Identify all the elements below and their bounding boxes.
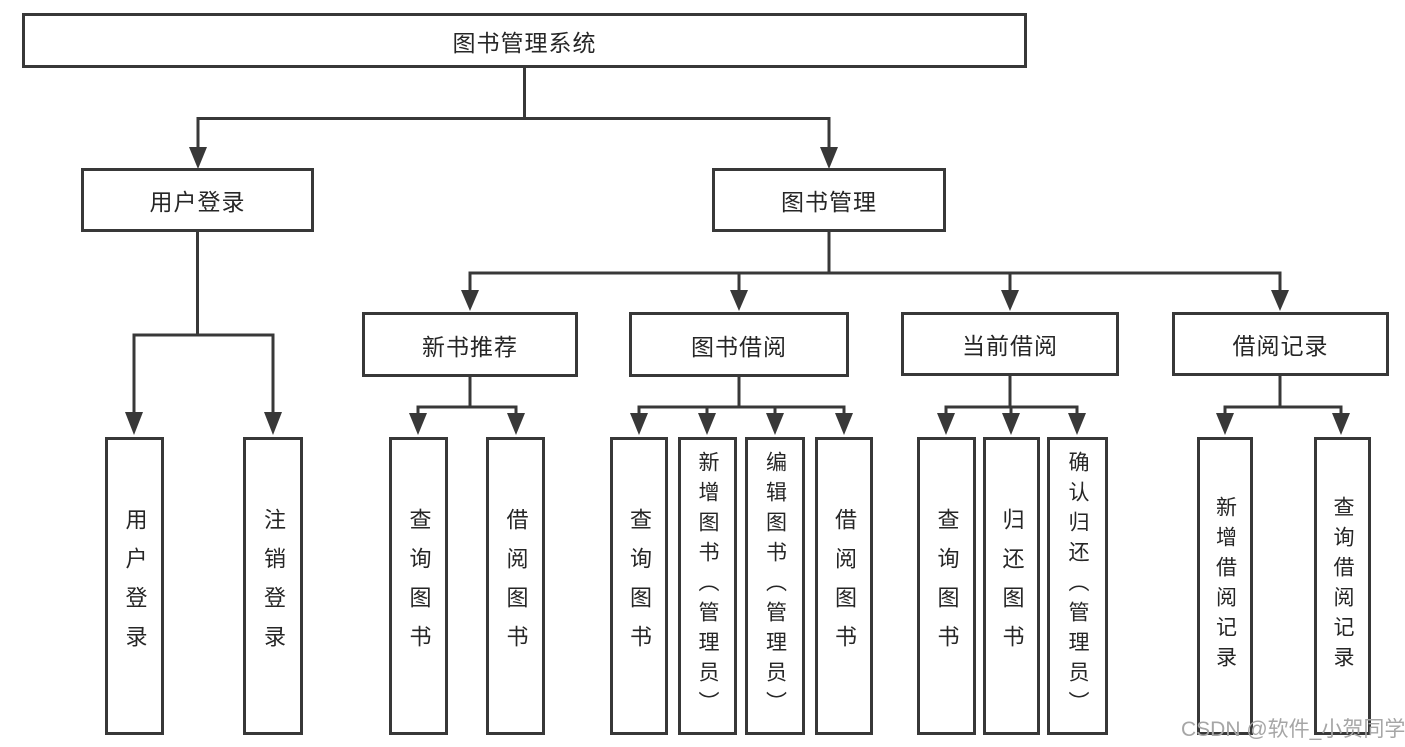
leaf-edit-book-admin: 编辑图书（管理员） [745,437,805,735]
arrow-down-icon [820,147,838,169]
leaf-label: 查询图书 [934,508,960,664]
leaf-confirm-return-admin: 确认归还（管理员） [1047,437,1108,735]
node-label: 借阅记录 [1232,333,1329,359]
arrow-down-icon [835,413,853,435]
arrow-down-icon [730,290,748,311]
arrow-down-icon [937,413,955,435]
arrow-down-icon [766,413,784,435]
arrow-down-icon [1332,413,1350,435]
leaf-label: 注销登录 [261,508,286,664]
csdn-watermark: CSDN @软件_小贺同学 [1181,718,1405,741]
arrow-down-icon [1002,413,1020,435]
arrowheads [125,147,1350,435]
arrow-down-icon [507,413,525,435]
node-current-borrow: 当前借阅 [901,312,1119,376]
leaf-label: 查询图书 [627,508,652,664]
arrow-down-icon [1216,413,1234,435]
leaf-label: 新增图书（管理员） [696,451,719,721]
leaf-label: 编辑图书（管理员） [763,451,787,721]
arrow-down-icon [698,413,716,435]
arrow-down-icon [1271,290,1289,311]
node-new-book-recommend: 新书推荐 [362,312,578,377]
leaf-label: 查询借阅记录 [1331,496,1354,676]
leaf-label: 查询图书 [406,508,432,664]
leaf-borrow-books-borrow: 借阅图书 [815,437,873,735]
arrow-down-icon [1068,413,1086,435]
node-label: 新书推荐 [422,333,518,360]
leaf-user-login: 用户登录 [105,437,164,735]
leaf-label: 借阅图书 [832,508,857,664]
node-label: 当前借阅 [962,333,1058,359]
node-book-borrow: 图书借阅 [629,312,849,377]
leaf-add-book-admin: 新增图书（管理员） [678,437,737,735]
node-label: 图书管理 [781,189,877,215]
arrow-down-icon [189,147,207,169]
leaf-query-books-current: 查询图书 [917,437,976,735]
leaf-add-borrow-record: 新增借阅记录 [1197,437,1253,735]
leaf-borrow-books-newbooks: 借阅图书 [486,437,545,735]
leaf-label: 借阅图书 [503,508,529,664]
leaf-logout: 注销登录 [243,437,303,735]
leaf-query-books-borrow: 查询图书 [610,437,668,735]
leaf-label: 归还图书 [999,508,1025,664]
arrow-down-icon [1001,290,1019,311]
node-label: 用户登录 [149,189,246,215]
arrow-down-icon [264,412,282,435]
leaf-query-borrow-record: 查询借阅记录 [1314,437,1371,735]
node-label: 图书借阅 [691,333,787,360]
leaf-return-books: 归还图书 [983,437,1040,735]
arrow-down-icon [461,290,479,311]
arrow-down-icon [125,412,143,435]
node-label: 图书管理系统 [452,29,597,56]
arrow-down-icon [630,413,648,435]
leaf-label: 用户登录 [122,508,148,664]
arrow-down-icon [409,413,427,435]
leaf-label: 确认归还（管理员） [1066,451,1089,721]
node-root-system: 图书管理系统 [22,13,1027,68]
node-user-login: 用户登录 [81,168,314,232]
node-book-management: 图书管理 [712,168,946,232]
leaf-query-books-newbooks: 查询图书 [389,437,448,735]
leaf-label: 新增借阅记录 [1213,496,1237,676]
node-borrow-records: 借阅记录 [1172,312,1389,376]
